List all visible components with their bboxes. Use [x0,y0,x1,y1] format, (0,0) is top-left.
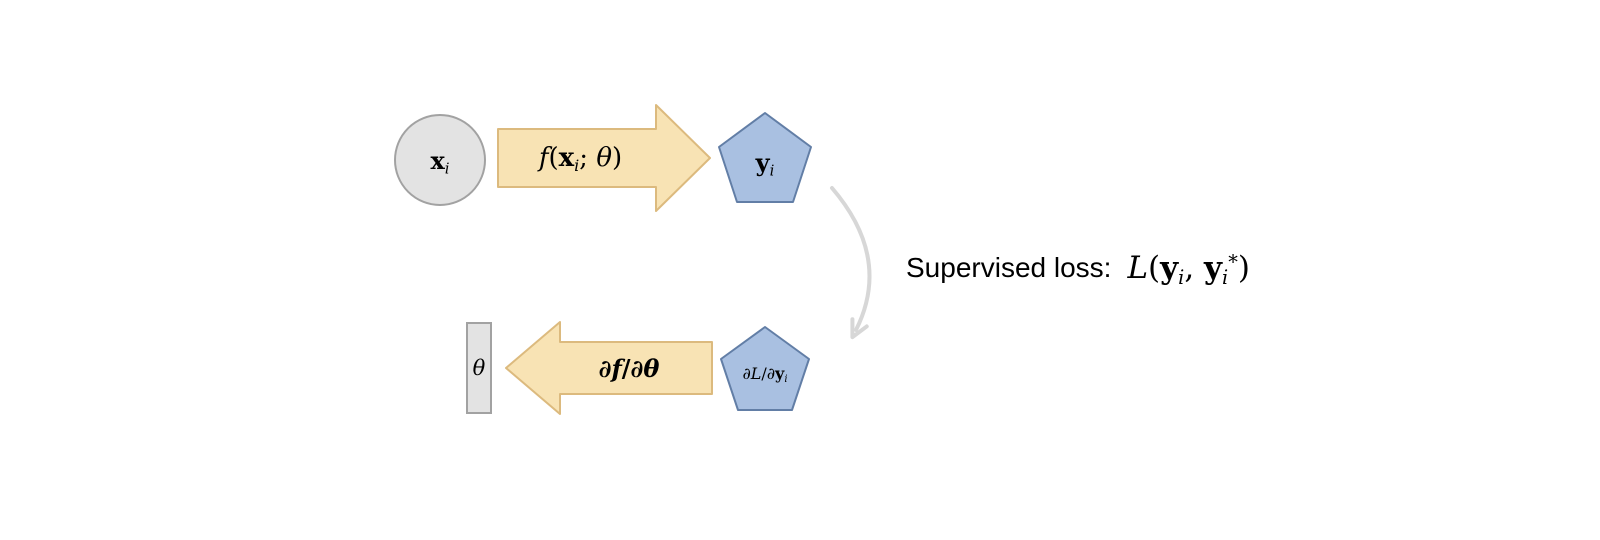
curve-path [830,186,872,340]
pentagon-shape [718,112,812,203]
input-circle [394,114,486,206]
input-node: xi [393,113,487,207]
loss-flow-arrow-icon [830,186,872,340]
theta-node: θ [466,322,492,414]
theta-rect [466,322,492,414]
gradient-label: ∂L/∂yi [742,364,788,385]
right-block-arrow-icon [497,104,711,212]
gradient-node: ∂L/∂yi [719,325,811,412]
rect-shape [466,322,492,414]
input-label: xi [430,145,450,177]
output-node: yi [717,111,813,204]
loss-annotation: Supervised loss: L(yi, yi*) [906,244,1250,292]
output-pentagon [718,112,812,203]
pentagon-shape [720,326,810,411]
left-block-arrow-icon [505,321,713,415]
loss-text: Supervised loss: [906,252,1112,283]
forward-arrow-shape [497,104,711,212]
theta-label: θ [472,356,486,380]
backward-arrow: ∂f/∂θ [503,320,713,416]
backward-arrow-shape [505,321,713,415]
forward-arrow-label: f(xi; θ) [538,143,623,175]
backward-arrow-label: ∂f/∂θ [598,353,660,383]
forward-arrow: f(xi; θ) [497,103,712,213]
output-label: yi [755,148,775,180]
gradient-pentagon [720,326,810,411]
loss-formula: L(yi, yi*) [1127,250,1250,289]
circle-shape [394,114,486,206]
